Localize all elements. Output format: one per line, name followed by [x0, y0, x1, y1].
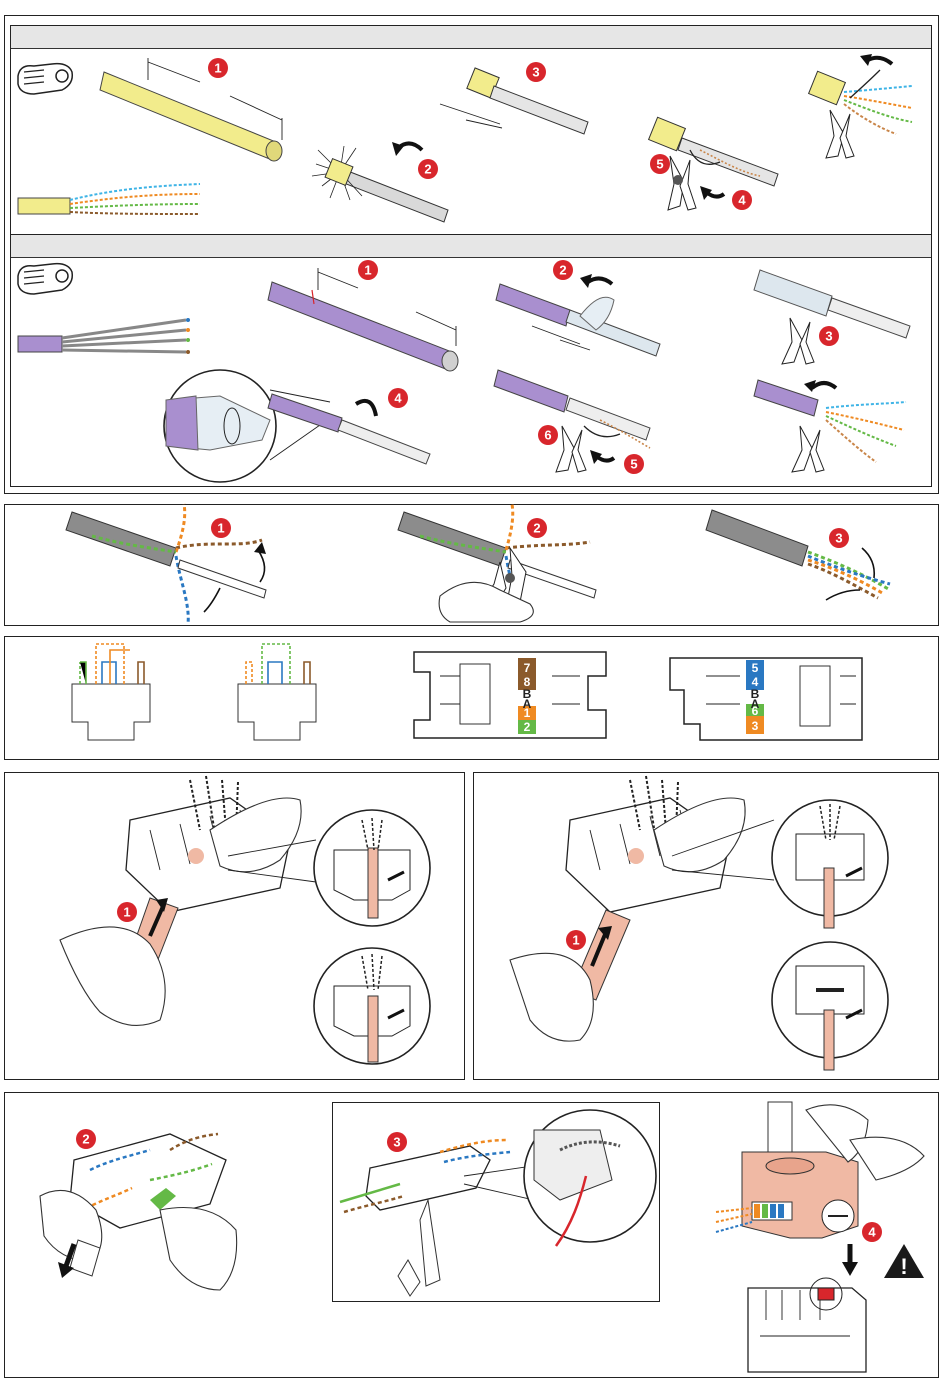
magnifier-latch [822, 1200, 854, 1232]
badge-step: 2 [76, 1129, 96, 1149]
svg-text:4: 4 [868, 1225, 876, 1240]
svg-text:3: 3 [393, 1135, 400, 1150]
badge-step: 4 [862, 1222, 882, 1242]
warning-triangle-icon: ! [884, 1244, 924, 1279]
straight-arrow-icon [842, 1244, 858, 1276]
svg-text:!: ! [900, 1254, 907, 1279]
svg-text:2: 2 [82, 1132, 89, 1147]
magnifier-pair-seat [524, 1110, 656, 1246]
jack-body-lower [748, 1278, 866, 1372]
badge-step: 3 [387, 1132, 407, 1152]
